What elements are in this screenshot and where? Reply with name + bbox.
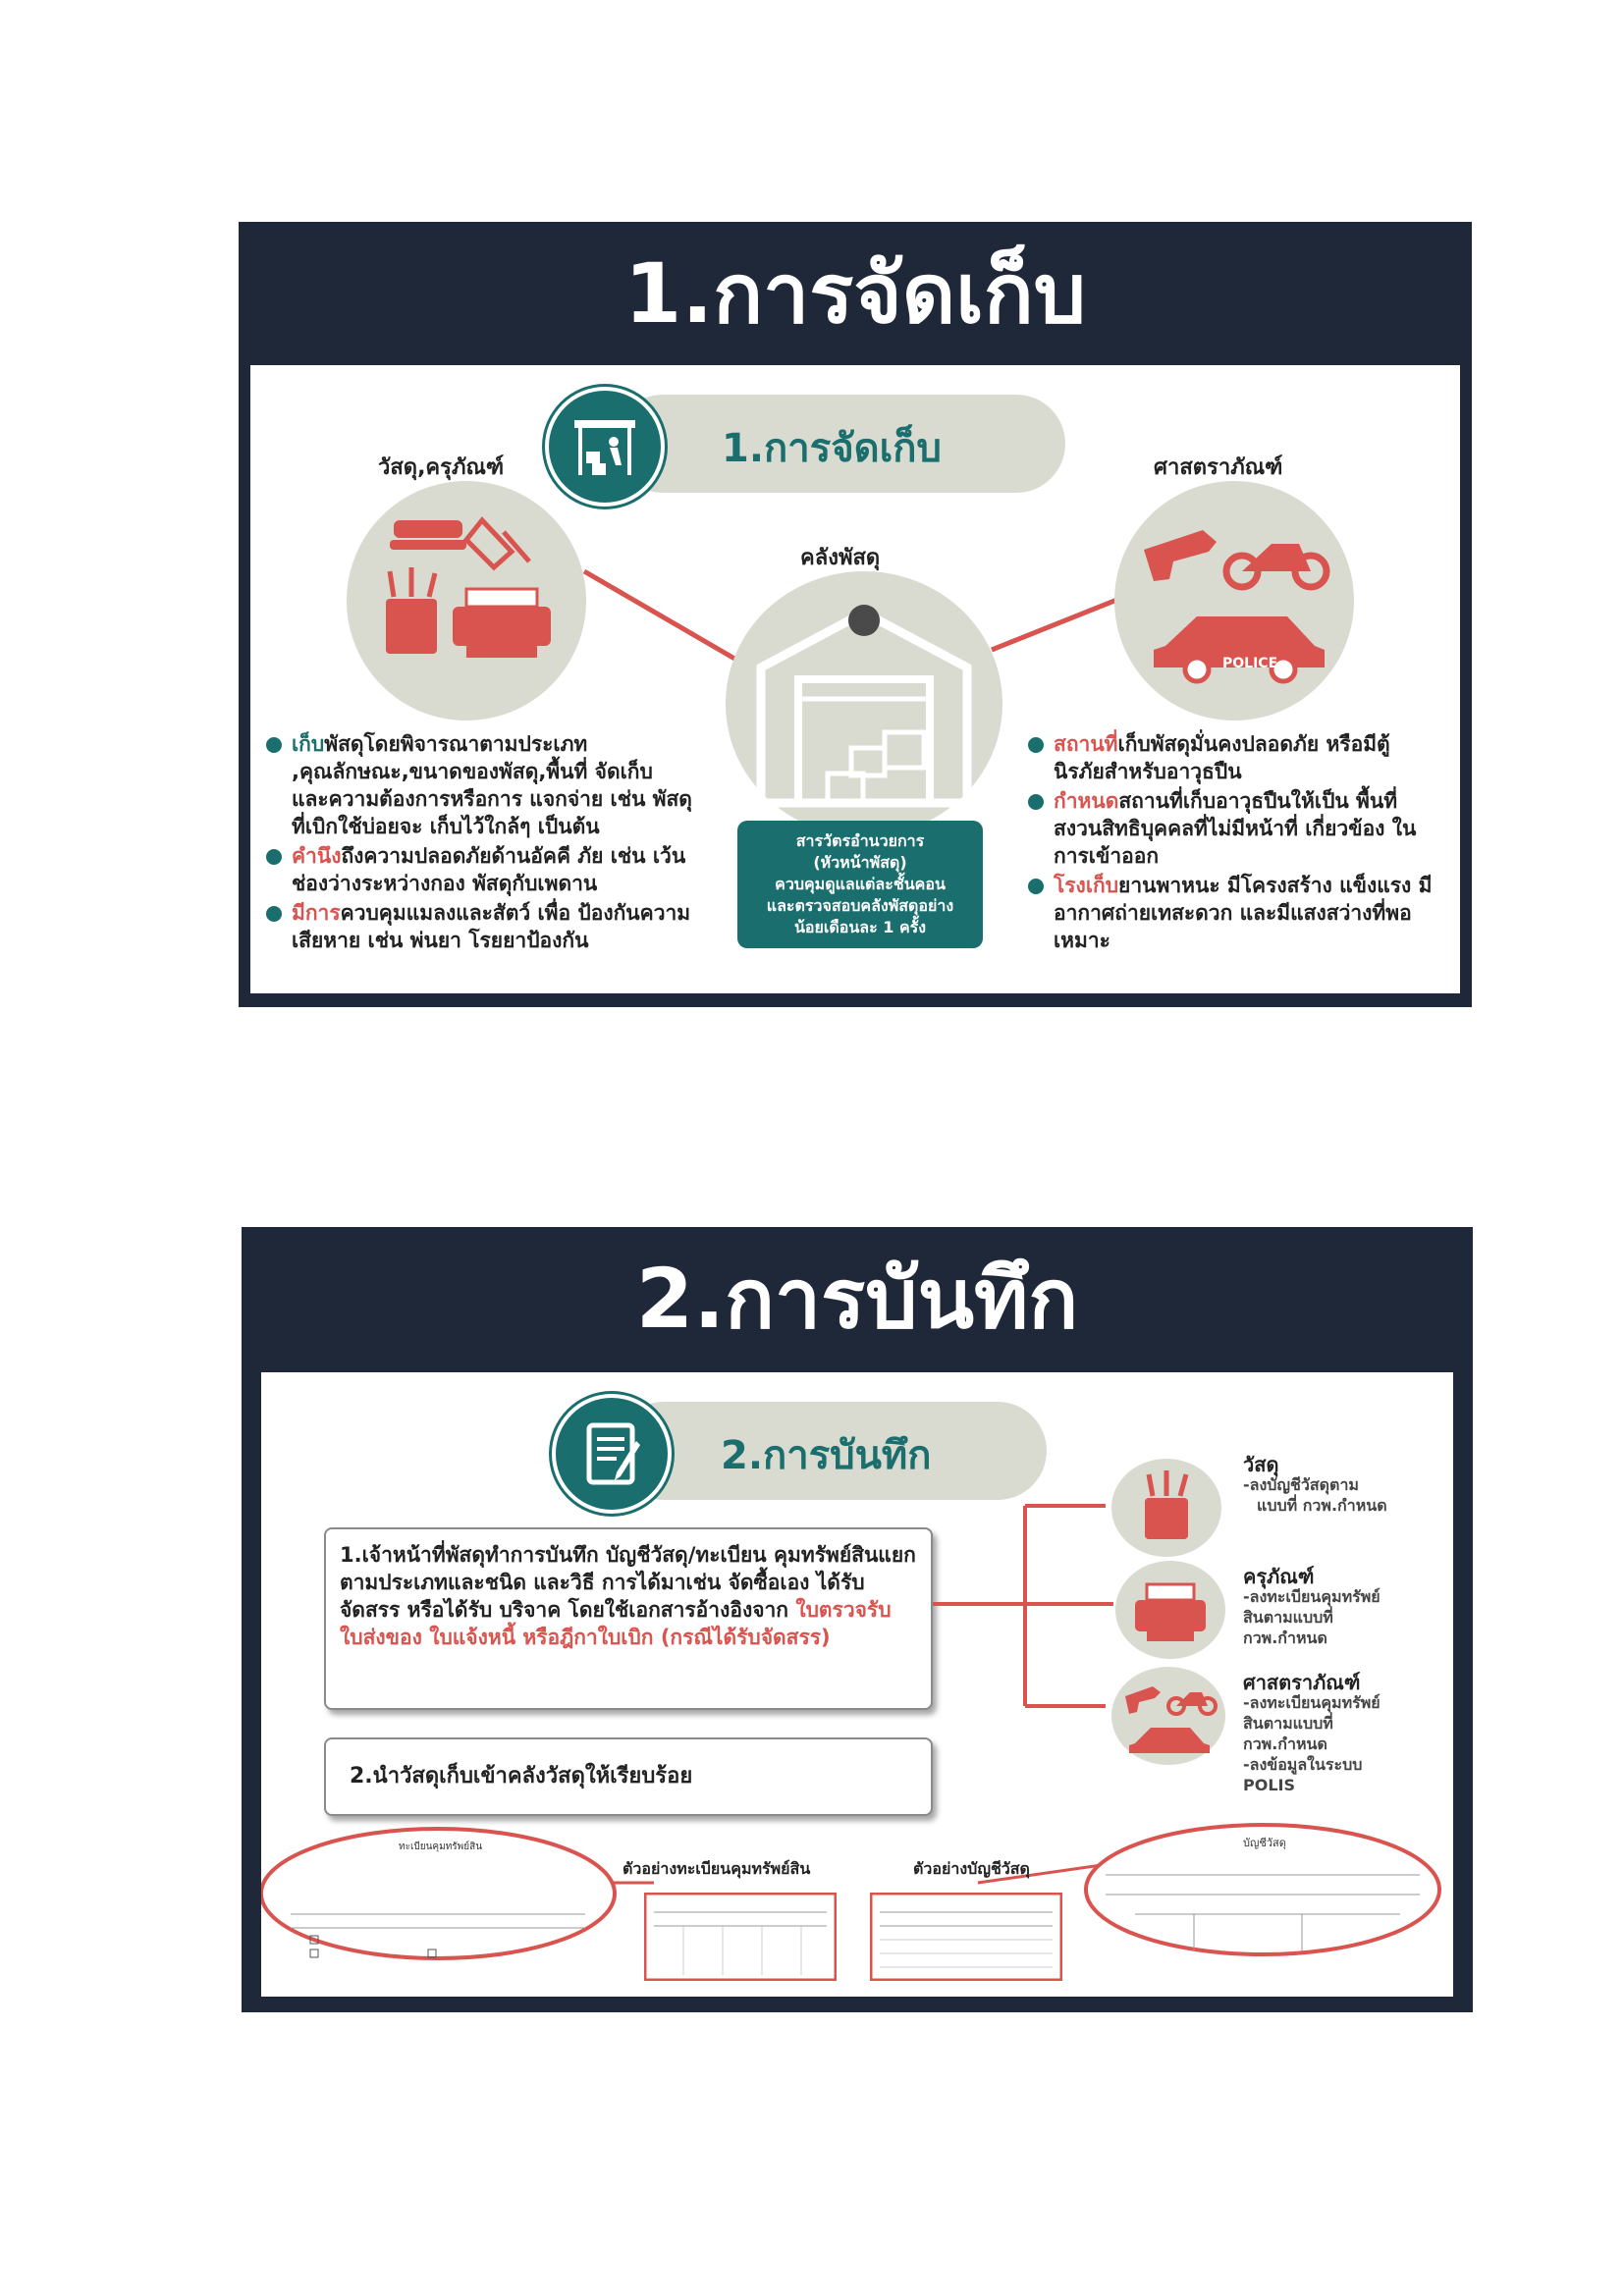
pencil-cup-icon xyxy=(1145,1470,1189,1539)
section1-infographic: 1.การจัดเก็บ วัสดุ,ครุภัณฑ์ คลังพัสดุ ศา… xyxy=(250,365,1460,993)
caption-asset-register: ตัวอย่างทะเบียนคุมทรัพย์สิน xyxy=(623,1859,811,1878)
warehouse-building-icon xyxy=(756,605,972,808)
center-heading: คลังพัสดุ xyxy=(800,546,881,570)
material-account-form-title: บัญชีวัสดุ xyxy=(1243,1837,1286,1849)
inspector-line-3: ควบคุมดูแลแต่ละชั้นคอน xyxy=(775,875,946,893)
side-sub-material: -ลงบัญชีวัสดุตาม แบบที่ กวพ.กำหนด xyxy=(1243,1475,1387,1515)
warehouse-badge xyxy=(545,387,665,507)
inspector-line-4: และตรวจสอบคลังพัสดุอย่าง xyxy=(766,896,954,915)
weapons-circle xyxy=(1111,1667,1225,1765)
title-pill-2 xyxy=(615,1402,1047,1500)
warehouse-icon xyxy=(574,420,635,475)
step2-text: 2.นำวัสดุเก็บเข้าคลังวัสดุให้เรียบร้อย xyxy=(350,1764,693,1789)
step1-text: 1.เจ้าหน้าที่พัสดุทำการบันทึก บัญชีวัสดุ… xyxy=(340,1543,916,1622)
inspector-line-2: (หัวหน้าพัสดุ) xyxy=(813,853,907,872)
left-bullet-list: เก็บพัสดุโดยพิจารณาตามประเภท ,คุณลักษณะ,… xyxy=(266,730,696,956)
right-bullet-3: โรงเก็บยานพาหนะ มีโครงสร้าง แข็งแรง มีอา… xyxy=(1028,872,1440,954)
printer-icon xyxy=(1135,1582,1206,1641)
recording-step-2: 2.นำวัสดุเก็บเข้าคลังวัสดุให้เรียบร้อย xyxy=(324,1737,933,1816)
gun-motorcycle-car-icon xyxy=(1144,530,1330,684)
side-label-equipment: ครุภัณฑ์ xyxy=(1243,1565,1315,1588)
right-bullet-1: สถานที่เก็บพัสดุมั่นคงปลอดภัย หรือมีตู้น… xyxy=(1028,730,1440,785)
side-label-material: วัสดุ xyxy=(1243,1453,1279,1476)
gun-car-icon xyxy=(1125,1686,1218,1753)
left-bullet-2: คำนึงถึงความปลอดภัยด้านอัคคี ภัย เช่น เว… xyxy=(266,842,696,897)
section2-panel: 2.การบันทึก 2.การบันทึก 1.เจ้าหน้าที่พัส… xyxy=(242,1227,1473,2012)
inspector-line-5: น้อยเดือนละ 1 ครั้ง xyxy=(793,918,927,936)
asset-register-thumbnail xyxy=(644,1893,837,1981)
section2-title: 2.การบันทึก xyxy=(635,1251,1079,1347)
left-bullet-3: มีการควบคุมแมลงและสัตว์ เพื่อ ป้องกันควา… xyxy=(266,899,696,954)
material-account-zoom xyxy=(1084,1823,1441,1956)
weapons-vehicles-circle xyxy=(1114,481,1354,721)
police-label: POLICE xyxy=(1222,656,1278,671)
right-bullet-list: สถานที่เก็บพัสดุมั่นคงปลอดภัย หรือมีตู้น… xyxy=(1028,730,1440,956)
section1-title: 1.การจัดเก็บ xyxy=(623,245,1087,342)
office-supplies-icon xyxy=(386,516,551,658)
equipment-circle xyxy=(1115,1561,1225,1659)
inspector-line-1: สารวัตรอำนวยการ xyxy=(795,831,925,850)
right-heading: ศาสตราภัณฑ์ xyxy=(1154,455,1283,480)
document-pen-icon xyxy=(586,1422,640,1485)
warehouse-circle xyxy=(726,571,1002,836)
pill-title-2: 2.การบันทึก xyxy=(721,1433,932,1478)
left-bullet-1: เก็บพัสดุโดยพิจารณาตามประเภท ,คุณลักษณะ,… xyxy=(266,730,696,840)
material-circle xyxy=(1111,1459,1221,1557)
side-label-weapons: ศาสตราภัณฑ์ xyxy=(1243,1671,1361,1694)
recording-step-1: 1.เจ้าหน้าที่พัสดุทำการบันทึก บัญชีวัสดุ… xyxy=(324,1527,933,1710)
asset-register-form-title: ทะเบียนคุมทรัพย์สิน xyxy=(399,1842,483,1852)
section2-infographic: 2.การบันทึก 1.เจ้าหน้าที่พัสดุทำการบันทึ… xyxy=(261,1372,1453,1997)
warehouse-inspector-box: สารวัตรอำนวยการ (หัวหน้าพัสดุ) ควบคุมดูแ… xyxy=(737,821,983,948)
section1-panel: 1.การจัดเก็บ 1.การจัดเก็บ วัสดุ,ครุภัณฑ์… xyxy=(239,222,1472,1007)
record-badge xyxy=(552,1394,672,1514)
pill-title: 1.การจัดเก็บ xyxy=(722,426,942,471)
caption-material-account: ตัวอย่างบัญชีวัสดุ xyxy=(913,1859,1030,1878)
asset-register-zoom xyxy=(261,1827,617,1960)
side-sub-equipment: -ลงทะเบียนคุมทรัพย์ สินตามแบบที่ กวพ.กำห… xyxy=(1243,1587,1380,1647)
supplies-circle xyxy=(347,481,586,721)
title-pill xyxy=(614,395,1065,493)
right-bullet-2: กำหนดสถานที่เก็บอาวุธปืนให้เป็น พื้นที่ส… xyxy=(1028,787,1440,870)
polis-label: POLIS xyxy=(1243,1776,1295,1794)
material-account-thumbnail xyxy=(870,1893,1062,1981)
step1-references: ใบตรวจรับ ใบส่งของ ใบแจ้งหนี้ หรือฎีกาใบ… xyxy=(340,1598,892,1649)
side-sub-weapons: -ลงทะเบียนคุมทรัพย์ สินตามแบบที่ กวพ.กำห… xyxy=(1243,1693,1380,1794)
left-heading: วัสดุ,ครุภัณฑ์ xyxy=(378,455,505,480)
